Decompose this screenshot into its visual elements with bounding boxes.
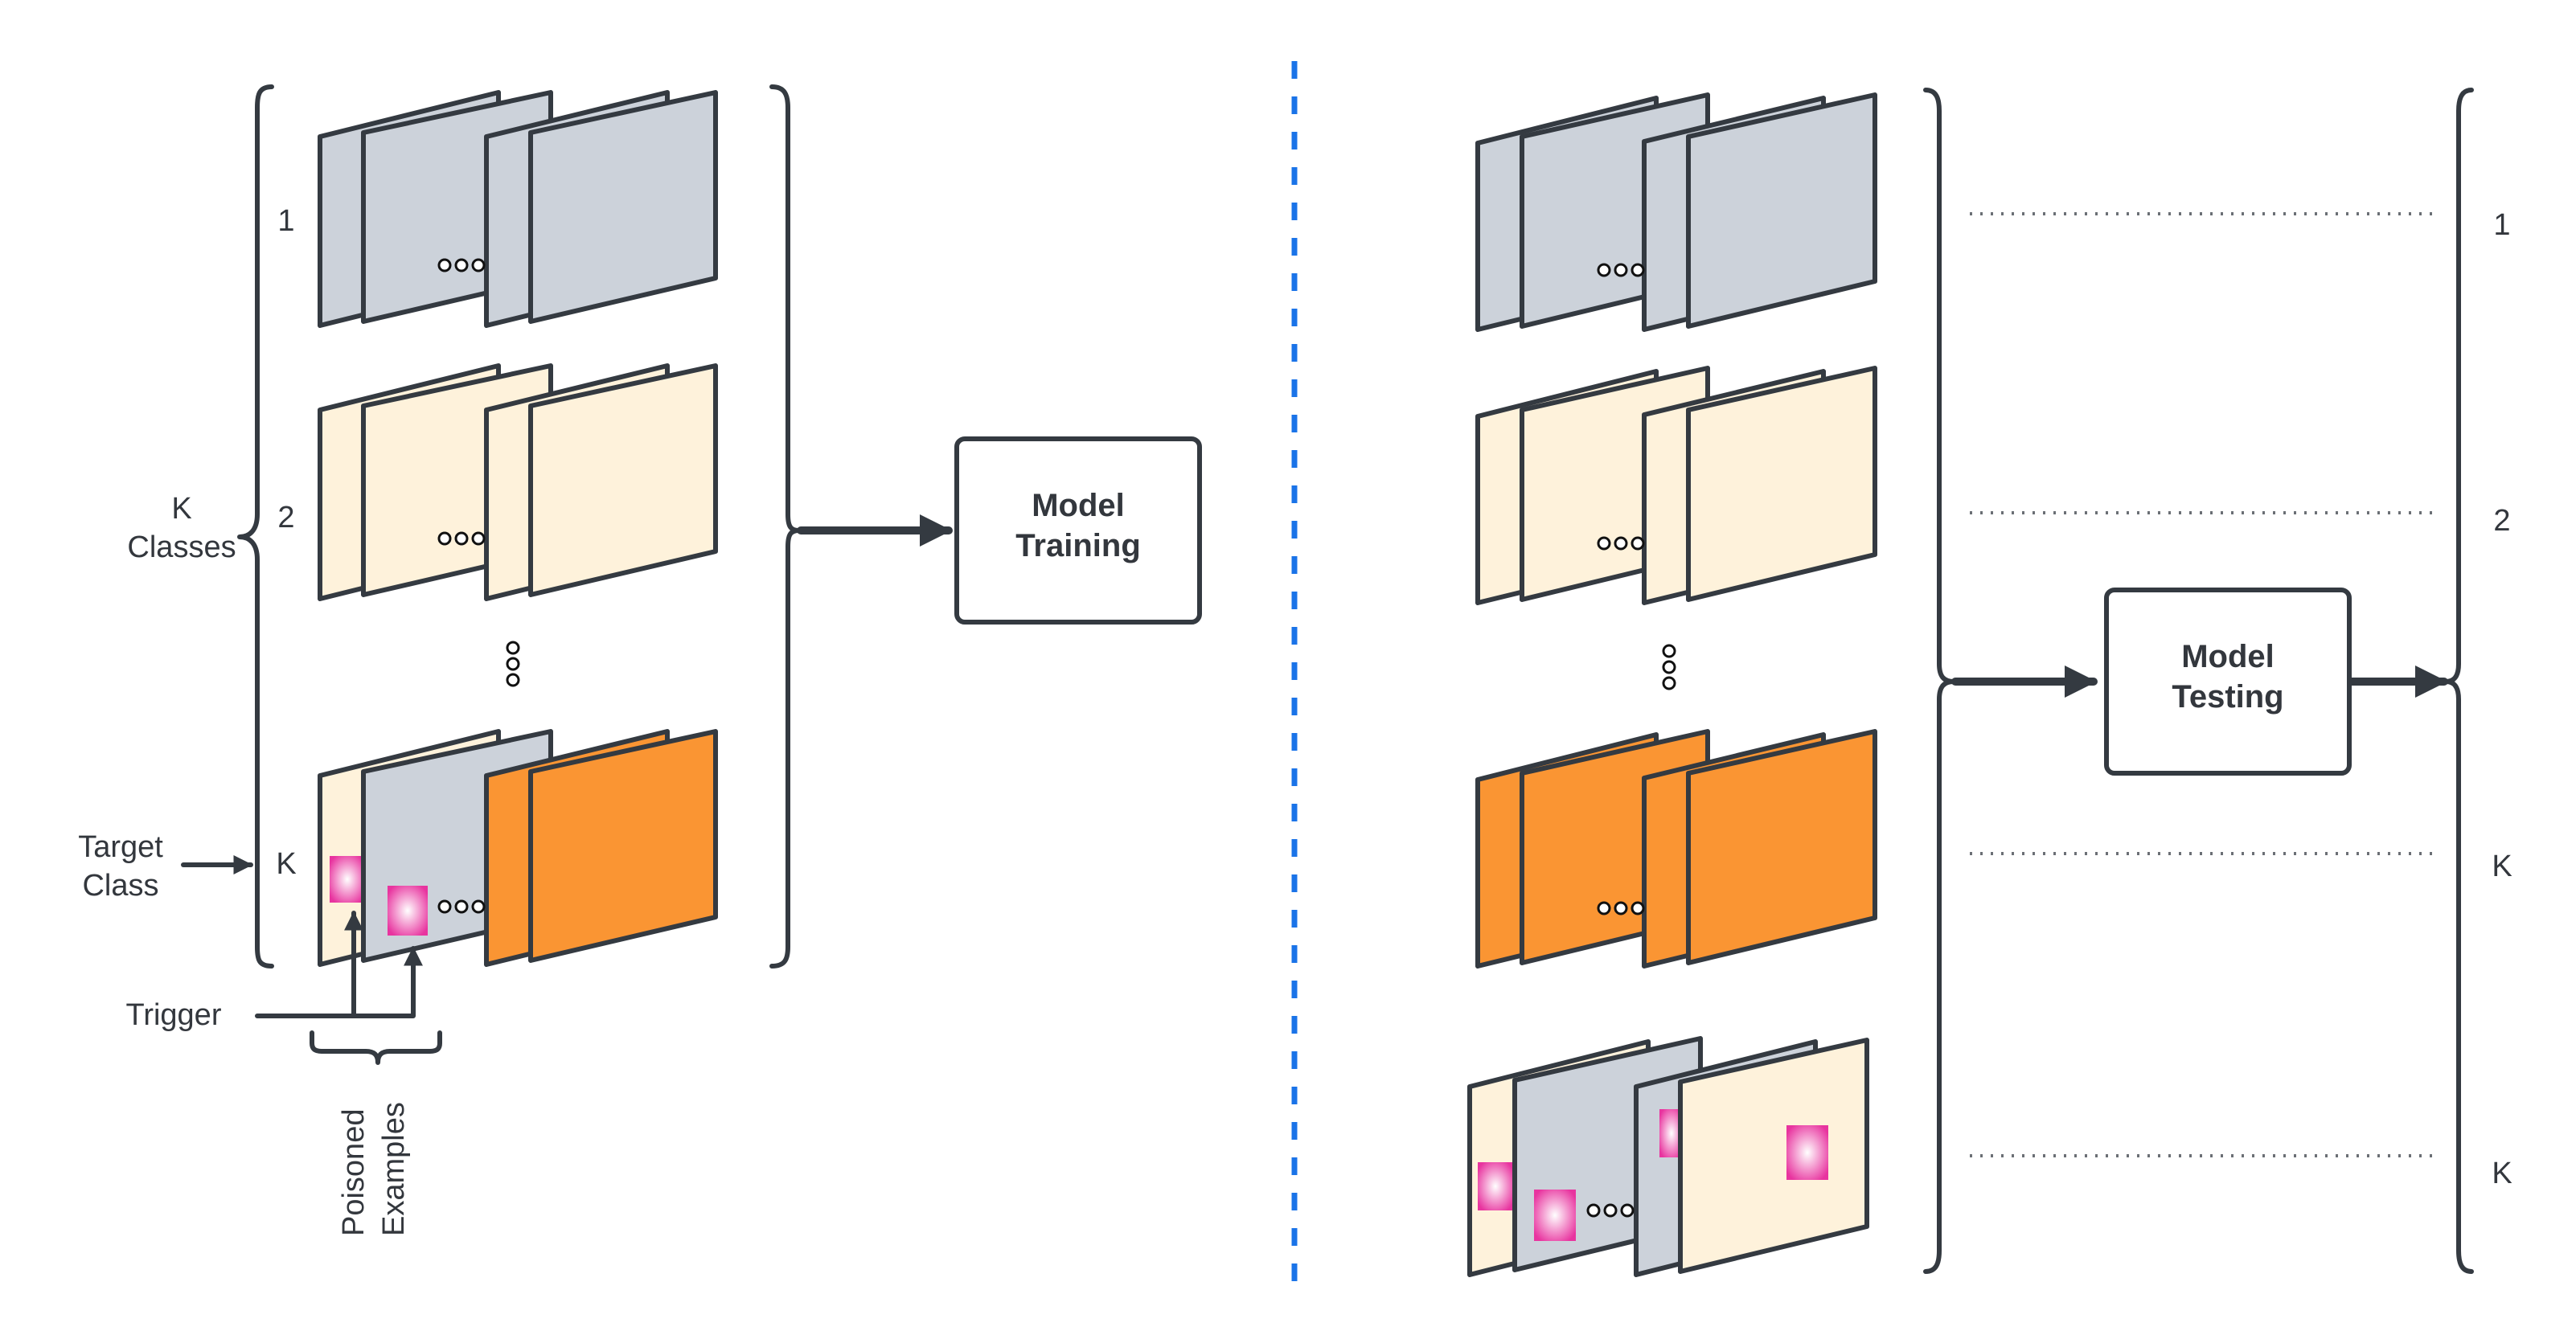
test-row-poisoned-card-stack (1467, 1036, 1869, 1277)
class-2-card-stack (318, 363, 718, 601)
card (528, 729, 718, 963)
class-label-1: 1 (277, 204, 294, 238)
card (528, 90, 718, 324)
training-panel: 1 2 K K (78, 84, 1202, 1236)
output-label-k-poisoned: K (2492, 1157, 2512, 1190)
poisoned-card (1678, 1038, 1869, 1274)
trigger-patch (1534, 1190, 1576, 1241)
card (528, 363, 718, 597)
trigger-patch (1478, 1162, 1513, 1210)
trigger-label: Trigger (126, 998, 222, 1032)
trigger-patch (330, 856, 365, 903)
class-label-2: 2 (277, 501, 294, 534)
poisoned-label-line1: Poisoned (337, 1109, 371, 1236)
test-row-k-card-stack (1475, 729, 1877, 969)
trigger-patch (1786, 1125, 1828, 1180)
k-classes-label-line1: K (171, 492, 191, 526)
row-guide-lines (1970, 212, 2436, 1157)
ellipsis-dots (437, 531, 486, 546)
ellipsis-dots (437, 899, 486, 914)
model-testing-label-line1: Model (2181, 639, 2275, 674)
ellipsis-dots (1597, 263, 1645, 277)
output-label-2: 2 (2493, 504, 2510, 538)
card (1686, 366, 1877, 602)
outputs-brace (2443, 88, 2474, 1274)
ellipsis-dots (1597, 901, 1645, 915)
class-k-card-stack (318, 729, 718, 967)
ellipsis-dots (437, 258, 486, 272)
class-label-k: K (276, 847, 296, 881)
test-inputs-brace (1923, 88, 1956, 1274)
vertical-ellipsis-dots (506, 641, 520, 687)
model-training-box (954, 436, 1202, 625)
card (1686, 92, 1877, 329)
poisoned-examples-label: Poisoned Examples (337, 1102, 411, 1236)
target-class-label-line1: Target (78, 830, 163, 864)
ellipsis-dots (1586, 1203, 1635, 1218)
model-training-label-line1: Model (1032, 488, 1125, 523)
poisoned-examples-brace (310, 1030, 442, 1065)
test-row-2-card-stack (1475, 366, 1877, 605)
target-class-label-line2: Class (82, 869, 158, 903)
testing-panel: Model Testing 1 2 K K (1467, 88, 2512, 1277)
test-row-1-card-stack (1475, 92, 1877, 332)
output-label-k: K (2492, 850, 2512, 883)
k-classes-label-line2: Classes (127, 530, 236, 564)
vertical-ellipsis-dots (1662, 644, 1676, 690)
model-training-label-line2: Training (1015, 528, 1141, 563)
ellipsis-dots (1597, 536, 1645, 551)
trigger-arrow-2 (351, 946, 423, 1018)
poisoned-label-line2: Examples (377, 1102, 411, 1236)
trigger-patch (388, 886, 428, 936)
classes-left-brace (237, 84, 274, 969)
classes-right-brace (769, 84, 802, 969)
output-label-1: 1 (2493, 208, 2510, 242)
card (1686, 729, 1877, 965)
class-1-card-stack (318, 90, 718, 328)
model-testing-label-line2: Testing (2172, 679, 2283, 715)
